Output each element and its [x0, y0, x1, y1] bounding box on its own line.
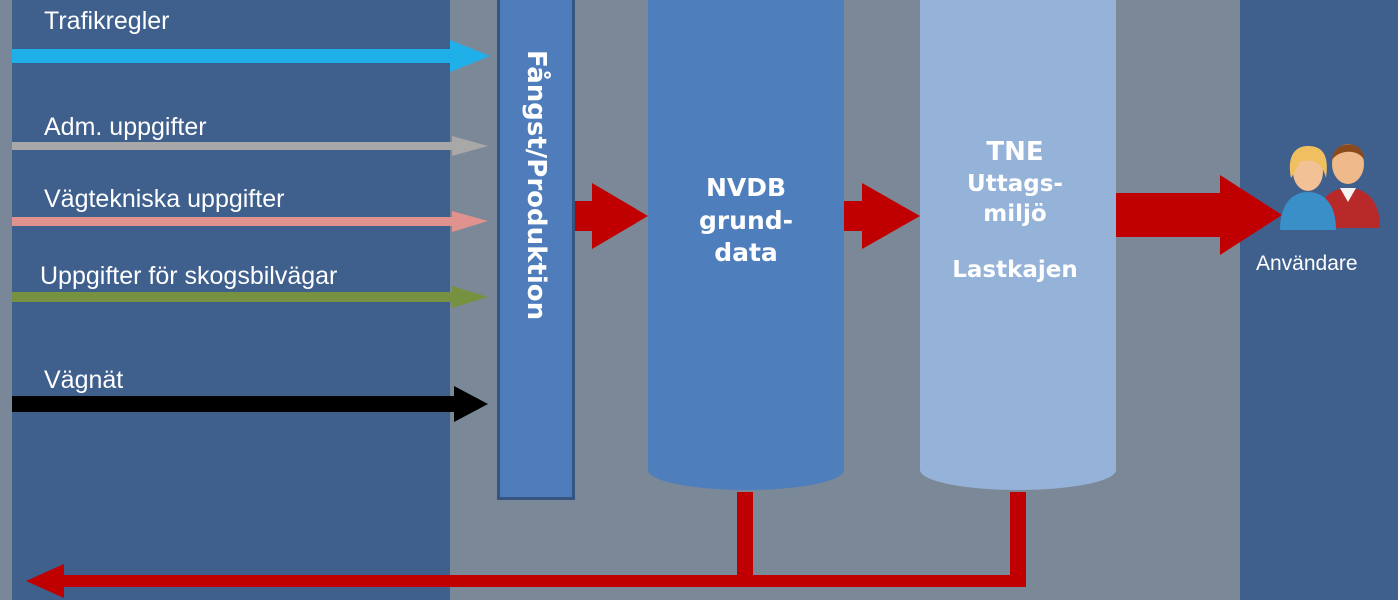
tne-cylinder-body — [920, 0, 1116, 490]
user-female-icon — [1280, 146, 1336, 230]
flow-arrow-nvdb-to-tne — [844, 183, 920, 249]
input-label-skogsbilvagar: Uppgifter för skogsbilvägar — [40, 262, 338, 290]
feedback-flow — [26, 492, 1026, 598]
feedback-drop-nvdb — [737, 492, 753, 582]
input-arrow-trafikregler — [12, 40, 490, 72]
users-icon — [1280, 144, 1380, 230]
capture-production-label: Fångst/Produktion — [521, 50, 551, 321]
input-label-vagtekniska: Vägtekniska uppgifter — [44, 185, 285, 213]
feedback-shaft — [60, 575, 1026, 587]
users-panel — [1240, 0, 1398, 600]
flow-arrow-tne-to-users — [1116, 175, 1282, 255]
input-arrow-head — [452, 211, 488, 232]
input-label-vagnat: Vägnät — [44, 366, 124, 394]
nvdb-label-line1: NVDB — [705, 173, 787, 202]
tne-label-line3: miljö — [983, 200, 1047, 227]
nvdb-cylinder — [648, 0, 844, 490]
flow-arrow-capture-to-nvdb — [575, 183, 648, 249]
users-label: Användare — [1256, 252, 1358, 275]
input-label-trafikregler: Trafikregler — [44, 7, 170, 35]
input-arrow-shaft — [12, 49, 450, 63]
input-arrow-shaft — [12, 217, 452, 226]
flow-arrow-head — [862, 183, 920, 249]
flow-arrow-shaft — [575, 201, 595, 231]
tne-label-line4: Lastkajen — [952, 256, 1078, 283]
input-arrow-head — [450, 40, 490, 72]
tne-label-line2: Uttags- — [967, 170, 1063, 197]
feedback-arrow-head — [26, 564, 64, 598]
flow-arrow-shaft — [1116, 193, 1224, 237]
input-arrow-shaft — [12, 142, 452, 150]
nvdb-cylinder-body — [648, 0, 844, 490]
tne-label: TNE Uttags- miljö Lastkajen — [952, 136, 1078, 285]
input-arrow-shaft — [12, 396, 454, 412]
nvdb-label-line3: data — [714, 238, 778, 267]
flow-arrow-head — [592, 183, 648, 249]
input-arrow-head — [454, 386, 488, 422]
nvdb-label-line2: grund- — [698, 205, 794, 235]
feedback-drop-tne — [1010, 492, 1026, 582]
input-arrow-skogsbilvagar — [12, 286, 488, 308]
input-arrow-vagnat — [12, 386, 488, 422]
flow-arrow-shaft — [844, 201, 866, 231]
input-label-adm: Adm. uppgifter — [44, 113, 207, 141]
input-arrow-shaft — [12, 292, 452, 302]
input-arrow-head — [452, 286, 488, 308]
nvdb-label: NVDB grund- data — [699, 172, 793, 270]
input-arrow-adm — [12, 136, 488, 156]
user-male-icon — [1316, 144, 1380, 228]
input-arrow-vagtekniska — [12, 211, 488, 232]
capture-production-box — [497, 0, 575, 500]
flow-arrow-head — [1220, 175, 1282, 255]
input-arrow-head — [452, 136, 488, 156]
tne-label-line1: TNE — [986, 137, 1044, 167]
tne-cylinder — [920, 0, 1116, 490]
